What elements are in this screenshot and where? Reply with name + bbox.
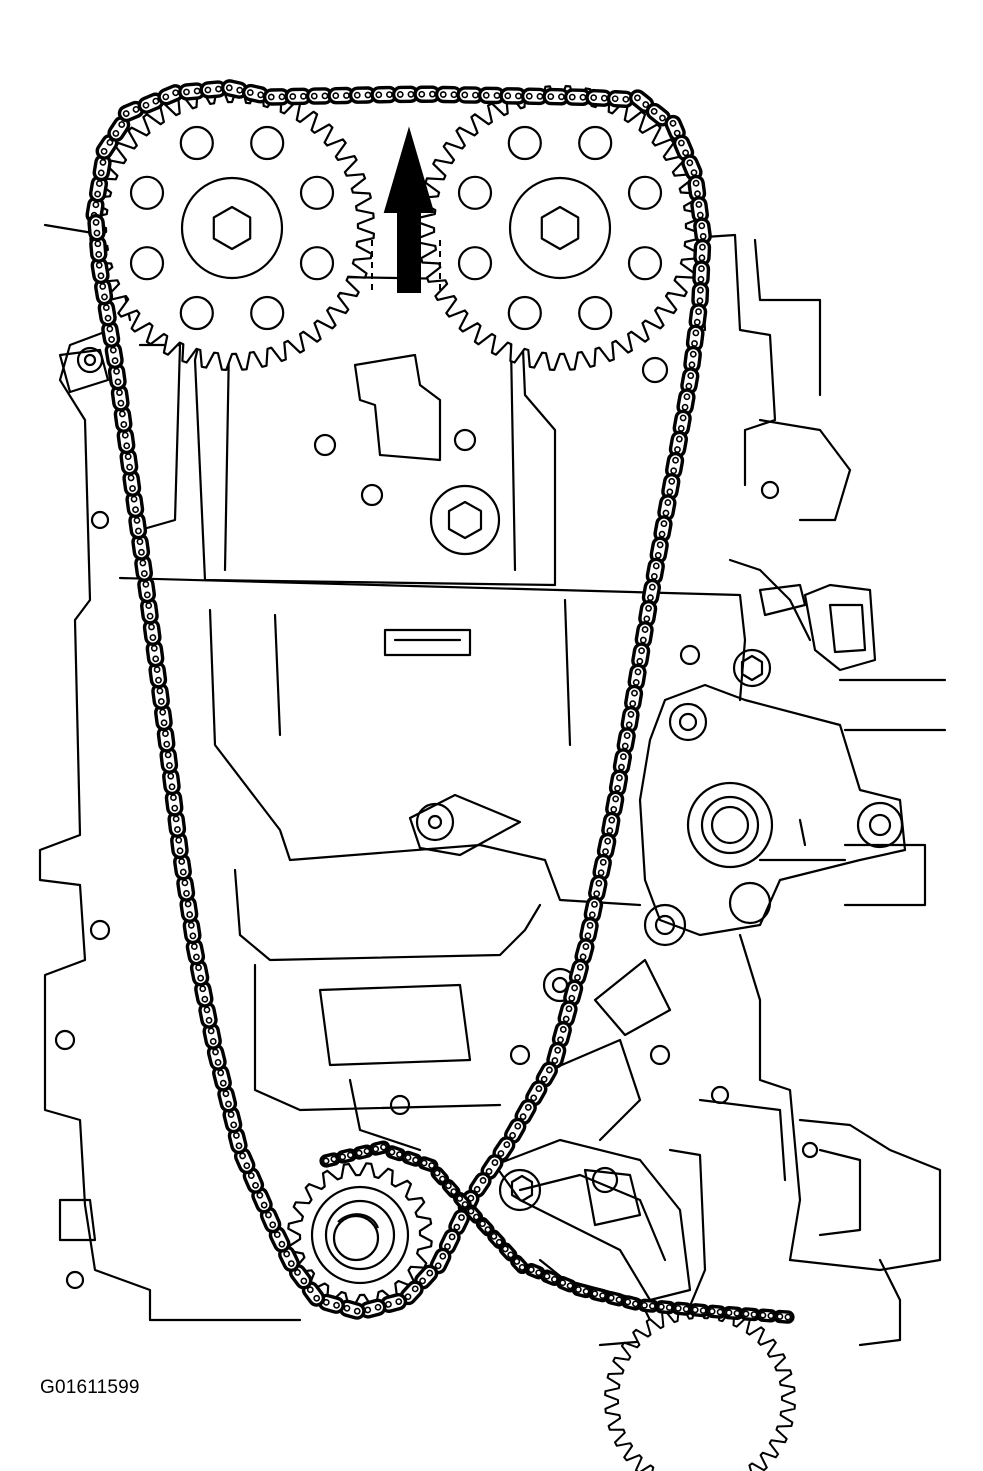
chain-link [546, 1041, 567, 1069]
chain-link [380, 1293, 408, 1313]
chain-link [665, 451, 685, 480]
chain-link [649, 536, 669, 564]
intake-cam-sprocket [89, 85, 375, 371]
chain-link [568, 958, 589, 986]
lower-right-gear [604, 1304, 796, 1471]
chain-link [94, 278, 114, 306]
chain-link [645, 557, 665, 585]
chain-link [162, 767, 181, 796]
secondary-chain [319, 1140, 795, 1324]
crankshaft-sprocket [287, 1162, 433, 1308]
chain-link [571, 1282, 593, 1299]
chain-link [456, 86, 484, 104]
center-bolt [429, 484, 501, 556]
pump-housing [638, 648, 907, 947]
chain-link [498, 1242, 518, 1262]
chain-link [583, 896, 604, 924]
chain-link [631, 642, 651, 670]
chain-link [668, 430, 688, 458]
figure-id-label: G01611599 [40, 1377, 140, 1398]
chain-link [773, 1309, 795, 1324]
chain-link [185, 938, 206, 966]
idler-arm [408, 793, 522, 857]
chain-link [687, 174, 707, 203]
chain-link [692, 260, 711, 288]
exhaust-cam-sprocket [417, 85, 703, 371]
chain-link [137, 92, 165, 114]
chain-link [557, 1000, 578, 1028]
chain-link [671, 1301, 693, 1316]
chain-link [189, 959, 210, 987]
chain-link [492, 1136, 516, 1162]
chain-link [477, 86, 506, 105]
chain-link [524, 1262, 546, 1280]
chain-link [148, 661, 168, 689]
up-arrow-icon [371, 126, 441, 293]
timing-chain [85, 79, 712, 1320]
chain-link [608, 769, 629, 797]
chain-link [681, 154, 703, 181]
chain-link [391, 85, 420, 104]
chain-link [145, 639, 165, 668]
chain-link [352, 1144, 374, 1160]
chain-link [173, 853, 192, 881]
chain-link [661, 472, 681, 501]
chain-link [434, 85, 463, 104]
chain-link [305, 87, 334, 105]
chain-link [117, 100, 145, 123]
chain-link [414, 1264, 439, 1290]
chain-link [125, 490, 145, 519]
camshaft-sprockets [89, 85, 703, 371]
chain-link [588, 1287, 610, 1303]
chain-link [142, 618, 162, 646]
chain-link [621, 1295, 643, 1311]
chain-link [154, 703, 173, 732]
chain-link [605, 790, 625, 818]
chain-link [131, 533, 151, 561]
chain-link [97, 299, 117, 327]
sensor-connector [758, 583, 877, 672]
chain-link [525, 1080, 548, 1107]
chain-link [369, 1140, 391, 1156]
chain-link [676, 388, 696, 416]
chain-link [87, 214, 106, 242]
